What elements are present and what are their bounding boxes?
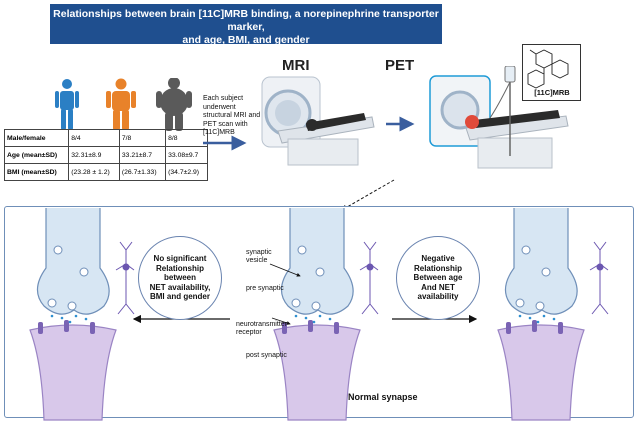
scan-note-line: Each subject [203, 95, 244, 102]
scan-note-line: PET scan with [203, 120, 248, 128]
normal-synapse-label: Normal synapse [348, 392, 418, 402]
person-overweight-icon [106, 78, 136, 130]
synapse-left [29, 208, 117, 421]
scan-note-line: structural MRI and [203, 112, 261, 120]
receptor-pointer [271, 317, 291, 325]
receptor [334, 322, 339, 334]
neurotransmitter-dots [50, 314, 556, 324]
person-normal-bmi-icon [55, 79, 79, 130]
receptor [532, 320, 537, 332]
neuron-icon [589, 241, 609, 315]
note-line: Relationship [155, 263, 204, 273]
patient [306, 113, 366, 131]
title-line-1: Relationships between brain [11C]MRB bin… [53, 8, 439, 33]
table-row: BMI (mean±SD) (23.28 ± 1.2) (26.7±1.33) … [3, 163, 208, 181]
post-synaptic-terminal [29, 324, 117, 421]
no-relationship-note: No significant Relationship between NET … [138, 236, 222, 320]
table-row: Age (mean±SD) 32.31±8.9 33.21±8.7 33.08±… [3, 146, 208, 164]
table-cell-label: BMI (mean±SD) [3, 163, 70, 181]
receptor [90, 322, 95, 334]
iv-bag-icon [504, 66, 516, 83]
flow-arrows [203, 116, 415, 206]
note-line: BMI and gender [149, 292, 210, 302]
scan-note-line: underwent [203, 103, 236, 111]
note-line: Relationship [413, 263, 462, 273]
receptor [38, 322, 43, 334]
synapse-diagram [29, 208, 609, 421]
pre-synaptic-label: pre synaptic [246, 285, 284, 292]
note-line: between [163, 273, 196, 283]
head-highlight [465, 115, 479, 129]
arrow-to-synapse [341, 179, 395, 206]
scan-note-line: [11C]MRB [203, 129, 235, 137]
receptor [308, 320, 313, 332]
neuron-icon [359, 241, 379, 315]
note-line: No significant [153, 254, 207, 264]
neuron-icon [115, 241, 135, 315]
mri-scanner [261, 76, 375, 166]
table-cell: (34.7±2.9) [165, 163, 208, 181]
pre-synaptic-terminal [504, 208, 578, 315]
patient [474, 110, 560, 128]
person-obese-icon [156, 78, 192, 131]
demographics-table: Male/female 8/4 7/8 8/8 Age (mean±SD) 32… [3, 129, 208, 181]
label-line: vesicle [246, 257, 268, 264]
pre-synaptic-terminal [36, 208, 110, 315]
table-cell: (23.28 ± 1.2) [68, 163, 120, 181]
post-synaptic-terminal [273, 324, 361, 421]
title-line-2: and age, BMI, and gender [182, 34, 310, 46]
neurotransmitter-receptor-label: neurotransmitter receptor [236, 321, 287, 337]
people-icons [55, 78, 192, 131]
tracer-label: [11C]MRB [534, 88, 570, 97]
label-line: synaptic [246, 249, 272, 256]
vesicle-pointer [269, 263, 301, 277]
label-line: receptor [236, 329, 262, 336]
receptor [64, 320, 69, 332]
receptor [506, 322, 511, 334]
table-cell: (26.7±1.33) [118, 163, 167, 181]
mri-label: MRI [282, 57, 310, 74]
note-line: Between age [413, 273, 463, 283]
receptor [282, 322, 287, 334]
label-line: neurotransmitter [236, 321, 287, 328]
note-line: NET availability, [149, 282, 211, 292]
note-line: And NET [421, 282, 455, 292]
scan-note: Each subject underwent structural MRI an… [203, 95, 260, 138]
figure-title: Relationships between brain [11C]MRB bin… [50, 4, 442, 46]
tracer-structure: [11C]MRB [522, 44, 581, 101]
negative-relationship-note: Negative Relationship Between age And NE… [396, 236, 480, 320]
post-synaptic-terminal [497, 324, 585, 421]
pet-label: PET [385, 57, 415, 74]
molecule-icon [527, 49, 569, 89]
receptor [558, 322, 563, 334]
note-line: Negative [421, 254, 455, 264]
pre-synaptic-terminal [280, 208, 354, 315]
post-synaptic-label: post synaptic [246, 352, 287, 359]
synaptic-vesicle-label: synaptic vesicle [246, 249, 272, 265]
note-line: availability [417, 292, 459, 302]
pet-scanner [429, 66, 569, 169]
synapse-right [497, 208, 585, 421]
synapse-center [273, 208, 361, 421]
